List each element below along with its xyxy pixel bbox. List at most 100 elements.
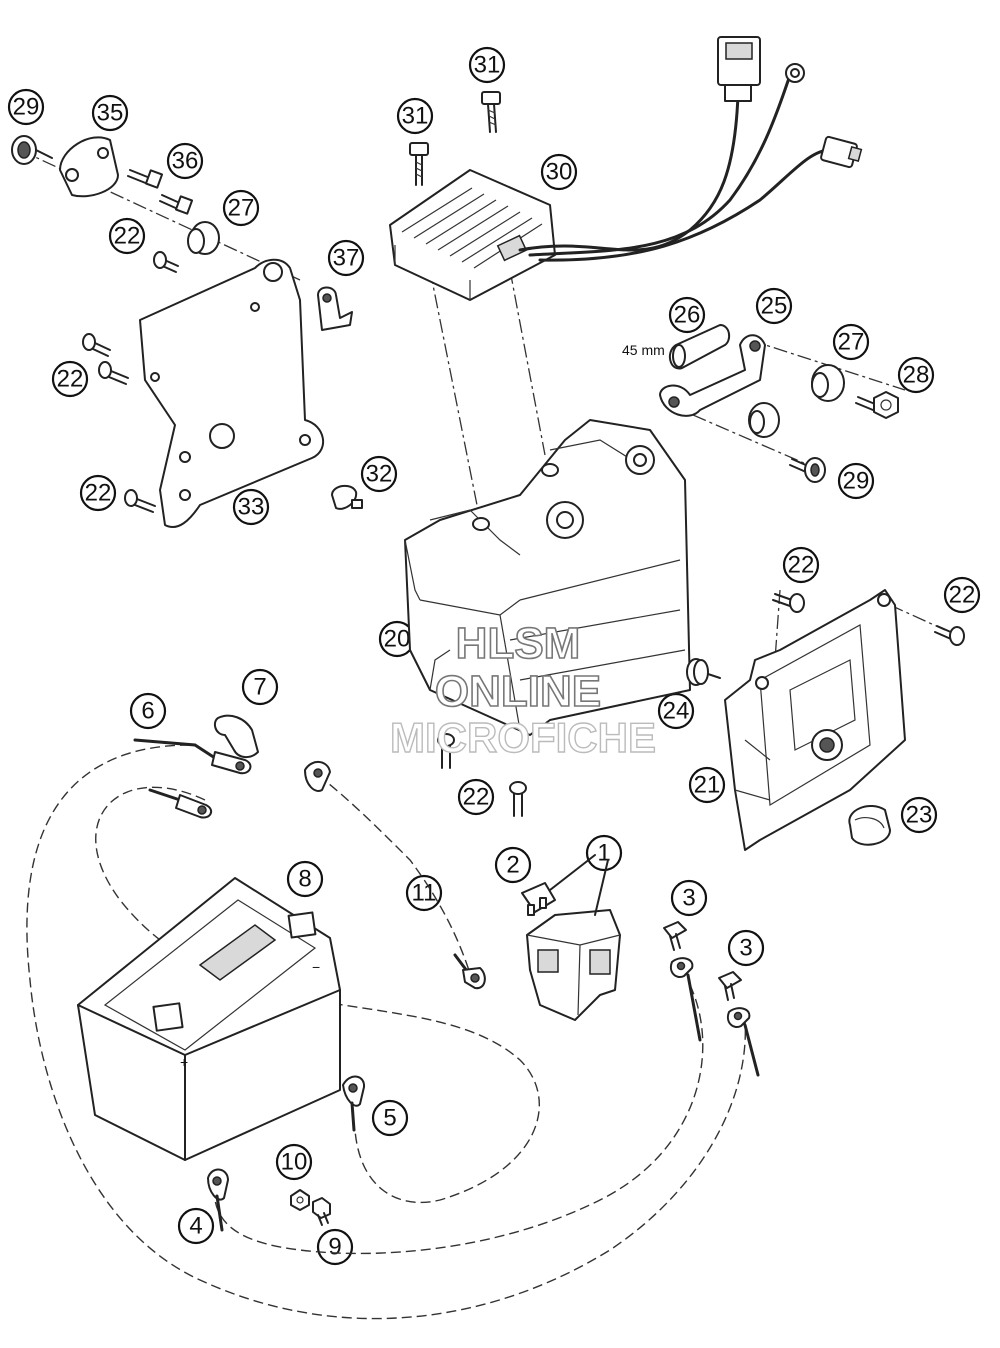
svg-text:2: 2 <box>506 852 519 879</box>
callout-11[interactable]: 11 <box>405 874 443 912</box>
callout-5[interactable]: 5 <box>371 1099 409 1137</box>
callout-9[interactable]: 9 <box>316 1228 354 1266</box>
terminal-cap-7[interactable] <box>213 714 259 758</box>
callout-6[interactable]: 6 <box>129 692 167 730</box>
screw-22-tray-top[interactable] <box>772 593 805 613</box>
battery-negative-mark: − <box>312 959 320 975</box>
rubber-buffer-24[interactable] <box>686 658 721 686</box>
callout-21[interactable]: 21 <box>688 766 726 804</box>
callout-22[interactable]: 22 <box>457 778 495 816</box>
svg-text:31: 31 <box>474 52 501 79</box>
starter-relay-1[interactable] <box>526 854 621 1021</box>
callout-33[interactable]: 33 <box>232 488 270 526</box>
callout-31[interactable]: 31 <box>468 46 506 84</box>
battery-strap-25[interactable] <box>659 334 766 417</box>
svg-text:31: 31 <box>402 103 429 130</box>
battery-tray-21[interactable] <box>724 589 906 851</box>
rubber-bushing-29-right[interactable] <box>789 457 826 483</box>
callout-29[interactable]: 29 <box>837 462 875 500</box>
svg-text:HLSM: HLSM <box>456 619 581 668</box>
callout-36[interactable]: 36 <box>166 142 204 180</box>
callout-30[interactable]: 30 <box>540 153 578 191</box>
cable-5[interactable] <box>342 1075 365 1132</box>
rubber-grommet-27-left[interactable] <box>187 221 220 255</box>
mounting-plate-33[interactable] <box>139 258 325 528</box>
fuse-2[interactable] <box>521 882 556 916</box>
svg-text:MICROFICHE: MICROFICHE <box>390 714 656 761</box>
rubber-sleeve-26[interactable] <box>668 324 731 370</box>
svg-text:27: 27 <box>838 329 865 356</box>
svg-text:24: 24 <box>663 698 690 725</box>
callout-22[interactable]: 22 <box>51 360 89 398</box>
callout-23[interactable]: 23 <box>900 796 938 834</box>
screw-22-tray-right[interactable] <box>934 625 965 646</box>
svg-text:22: 22 <box>114 223 141 250</box>
svg-text:20: 20 <box>384 626 411 653</box>
callout-22[interactable]: 22 <box>79 474 117 512</box>
screw-22-plate-mid[interactable] <box>82 333 129 385</box>
callout-22[interactable]: 22 <box>943 576 981 614</box>
callout-32[interactable]: 32 <box>360 455 398 493</box>
callout-27[interactable]: 27 <box>222 189 260 227</box>
battery-8[interactable]: + − <box>77 877 341 1161</box>
callout-22[interactable]: 22 <box>108 217 146 255</box>
callout-28[interactable]: 28 <box>897 356 935 394</box>
ring-terminal-top <box>785 63 805 83</box>
callout-2[interactable]: 2 <box>494 846 532 884</box>
connector-block-top <box>717 36 761 102</box>
callout-3[interactable]: 3 <box>670 879 708 917</box>
svg-text:1: 1 <box>597 840 610 867</box>
callout-24[interactable]: 24 <box>657 692 695 730</box>
svg-text:23: 23 <box>906 802 933 829</box>
callout-8[interactable]: 8 <box>286 860 324 898</box>
clamp-23[interactable] <box>848 805 891 846</box>
svg-text:22: 22 <box>57 366 84 393</box>
screw-3-lower[interactable] <box>718 971 742 1001</box>
svg-text:32: 32 <box>366 461 393 488</box>
screw-22-plate-top[interactable] <box>153 251 179 273</box>
grommet-right-lower[interactable] <box>748 402 780 438</box>
callout-3[interactable]: 3 <box>727 929 765 967</box>
callout-31[interactable]: 31 <box>396 97 434 135</box>
callout-26[interactable]: 26 <box>668 296 706 334</box>
bracket-35[interactable] <box>59 136 119 198</box>
rubber-bushing-29-left[interactable] <box>11 135 53 165</box>
svg-text:35: 35 <box>97 100 124 127</box>
rubber-grommet-27-right[interactable] <box>811 364 845 402</box>
nut-28[interactable] <box>855 391 899 419</box>
battery-positive-mark: + <box>180 1054 188 1070</box>
callout-7[interactable]: 7 <box>241 668 279 706</box>
svg-text:26: 26 <box>674 302 701 329</box>
callout-10[interactable]: 10 <box>275 1143 313 1181</box>
svg-text:22: 22 <box>788 552 815 579</box>
cable-11[interactable] <box>304 761 486 990</box>
screw-22-center[interactable] <box>437 733 527 817</box>
nut-10[interactable] <box>290 1189 310 1211</box>
voltage-regulator[interactable] <box>389 169 556 301</box>
clip-nut-37[interactable] <box>317 286 353 331</box>
callout-1[interactable]: 1 <box>585 834 623 872</box>
callout-27[interactable]: 27 <box>832 323 870 361</box>
screw-22-plate-bottom[interactable] <box>124 489 156 513</box>
callout-29[interactable]: 29 <box>7 88 45 126</box>
cable-4[interactable] <box>207 1168 229 1232</box>
callout-37[interactable]: 37 <box>327 239 365 277</box>
callout-25[interactable]: 25 <box>755 287 793 325</box>
screw-31-right[interactable] <box>481 91 501 133</box>
svg-text:37: 37 <box>333 245 360 272</box>
hose-clamp-32[interactable] <box>331 484 363 510</box>
svg-text:7: 7 <box>253 674 266 701</box>
bolt-9[interactable] <box>312 1197 331 1226</box>
callout-22[interactable]: 22 <box>782 546 820 584</box>
callout-20[interactable]: 20 <box>378 620 416 658</box>
cable-6[interactable] <box>133 738 252 819</box>
screw-31-left[interactable] <box>409 142 429 186</box>
battery-box-20[interactable] <box>404 419 691 736</box>
callout-35[interactable]: 35 <box>91 94 129 132</box>
screw-36[interactable] <box>127 169 194 215</box>
svg-text:29: 29 <box>13 94 40 121</box>
ground-cable-short-lower[interactable] <box>727 1007 760 1077</box>
ground-cable-short-upper[interactable] <box>670 957 702 1042</box>
callout-4[interactable]: 4 <box>177 1207 215 1245</box>
screw-3-upper[interactable] <box>663 921 687 951</box>
